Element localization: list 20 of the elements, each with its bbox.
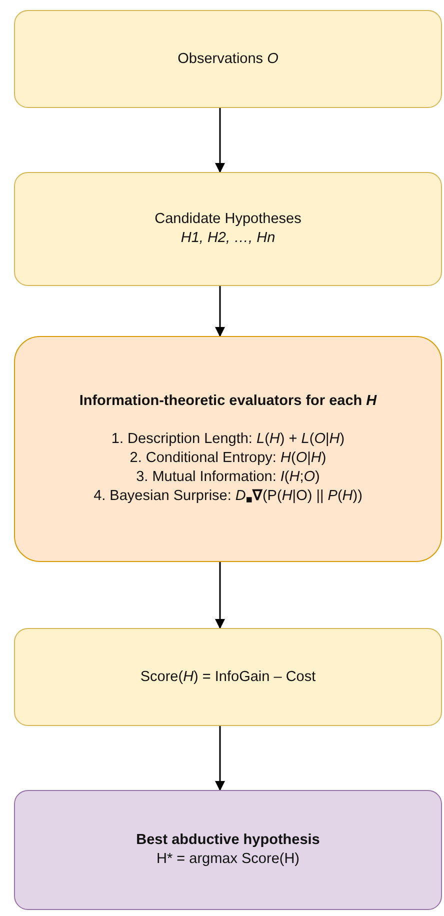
box-text: 4. Bayesian Surprise: D$_{■}$∇(P(H|O) || P(H)) (94, 487, 362, 506)
evaluator-box (14, 336, 442, 562)
box-text: 2. Conditional Entropy: H(O|H) (130, 449, 326, 468)
process-box (14, 628, 442, 726)
box-text: 1. Description Length: L(H) + L(O|H) (111, 430, 345, 449)
process-box (14, 10, 442, 108)
arrow (215, 562, 225, 629)
box-heading: Information-theoretic evaluators for each H (79, 392, 377, 411)
box-text: 3. Mutual Information: I(H;O) (136, 468, 320, 487)
arrow (215, 286, 225, 337)
arrow (215, 726, 225, 791)
box-text: Candidate Hypotheses (154, 210, 302, 229)
box-text: Score(H) = InfoGain – Cost (140, 668, 316, 686)
box-text: H* = argmax Score(H) (156, 850, 300, 869)
process-box (14, 172, 442, 286)
box-text: H1, H2, …, Hn (180, 229, 276, 248)
result-box (14, 790, 442, 910)
arrow (215, 108, 225, 173)
box-text: Observations O (178, 50, 278, 68)
box-heading: Best abductive hypothesis (136, 831, 320, 850)
